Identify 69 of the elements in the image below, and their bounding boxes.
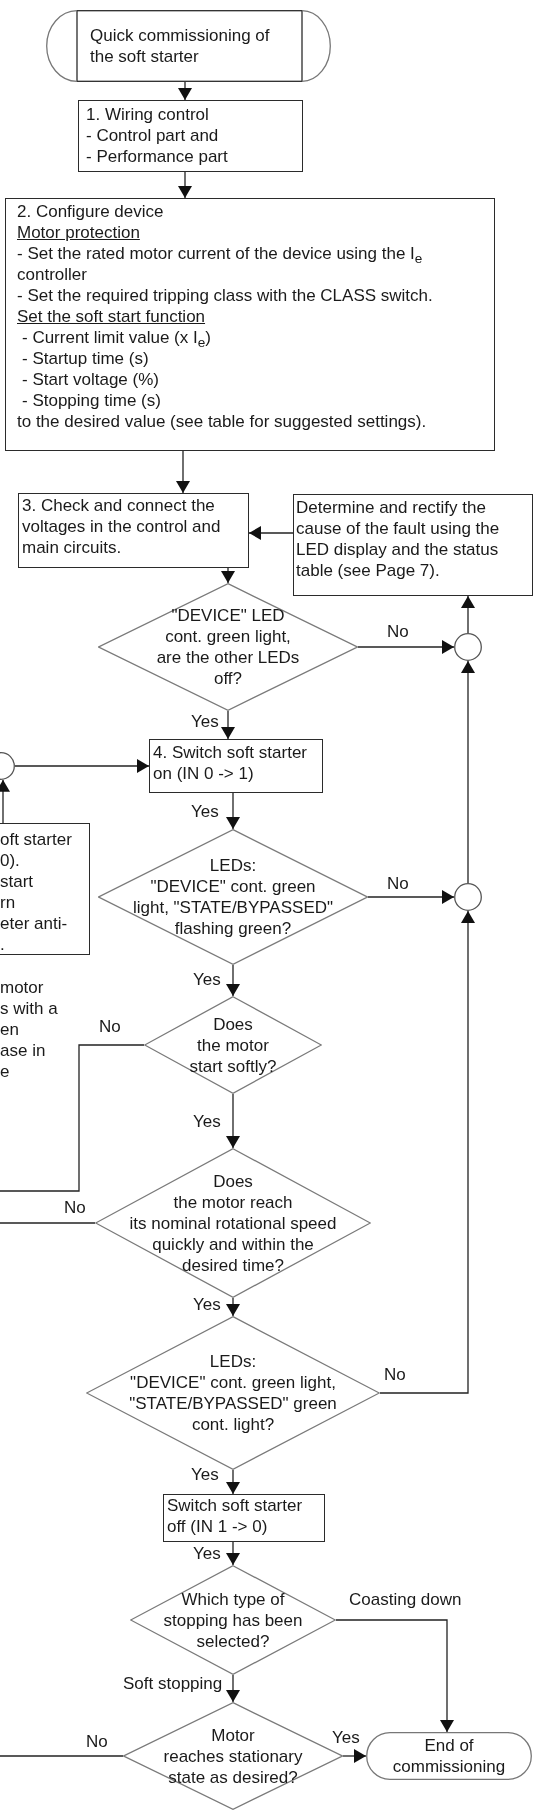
step-text: - Control part and <box>86 125 220 146</box>
step-text: 3. Check and connect the voltages in the control and main circuits. <box>22 495 222 558</box>
question-text: "DEVICE" LED cont. green light, are the other LEDs off? <box>156 605 300 689</box>
decision-diamond <box>98 829 368 965</box>
step-text: oft starter 0). start rn eter anti- . <box>0 829 73 955</box>
step-text: 1. Wiring control <box>86 104 210 125</box>
arrow <box>226 1297 240 1317</box>
arrow <box>379 910 475 1394</box>
list-item: - Stopping time (s) <box>22 390 162 411</box>
arrow <box>342 1749 367 1763</box>
decision-diamond <box>95 1148 371 1298</box>
connector-circle <box>454 883 482 911</box>
arrow <box>221 710 235 740</box>
question-text: Does the motor reach its nominal rotational speed quickly and within the desired time? <box>129 1170 337 1276</box>
step-text: 2. Configure device <box>17 201 165 222</box>
process-box <box>149 739 323 793</box>
process-box <box>78 100 303 172</box>
section-heading: Set the soft start function <box>17 306 206 327</box>
decision-diamond <box>144 996 322 1094</box>
arrow <box>226 1469 240 1495</box>
arrow <box>14 759 150 773</box>
terminal-text: End of commissioning <box>392 1735 506 1777</box>
step-text: Determine and rectify the cause of the fault using the LED display and the status table (see Page 7). <box>296 497 501 581</box>
question-text: LEDs: "DEVICE" cont. green light, "STATE/BYPASSED" green cont. light? <box>129 1351 337 1435</box>
question-text: Does the motor start softly? <box>189 1013 277 1077</box>
process-box <box>293 494 533 596</box>
step-text: - Performance part <box>86 146 229 167</box>
connector-circle <box>454 633 482 661</box>
step-text: Switch soft starter off (IN 1 -> 0) <box>167 1495 304 1537</box>
terminal-text: Quick commissioning of the soft starter <box>90 25 270 67</box>
decision-diamond <box>98 583 358 711</box>
arrow <box>367 890 455 904</box>
terminal <box>46 10 331 82</box>
arrow <box>248 526 294 540</box>
arrow <box>335 1619 454 1733</box>
process-box <box>0 823 90 955</box>
arrow <box>461 595 475 634</box>
list-item: - Startup time (s) <box>22 348 150 369</box>
arrow <box>226 1093 240 1149</box>
decision-diamond <box>130 1565 336 1675</box>
connector-line <box>0 1755 124 1757</box>
connector-line <box>0 1044 145 1192</box>
connector-line <box>0 1222 96 1224</box>
arrow <box>221 567 235 584</box>
question-text: Which type of stopping has been selected? <box>163 1588 303 1652</box>
decision-diamond <box>86 1316 380 1470</box>
terminal <box>366 1732 532 1780</box>
step-text: - Set the rated motor current of the device using the I$_{e}$ controller <box>17 243 424 285</box>
arrow <box>176 450 190 494</box>
process-box <box>163 1494 325 1542</box>
step-text: - Set the required tripping class with the CLASS switch. <box>17 285 434 306</box>
step-text: 4. Switch soft starter on (IN 0 -> 1) <box>153 742 308 784</box>
arrow <box>178 81 192 101</box>
arrow <box>226 1674 240 1703</box>
question-text: Motor reaches stationary state as desired? <box>163 1724 303 1788</box>
arrow <box>226 792 240 830</box>
step-text: to the desired value (see table for suggested settings). <box>17 411 428 432</box>
arrow <box>0 779 10 824</box>
arrow <box>357 640 455 654</box>
list-item: - Current limit value (x I$_{e}$) <box>22 327 212 348</box>
arrow <box>226 1541 240 1566</box>
process-box <box>5 198 495 451</box>
process-box <box>18 493 249 568</box>
arrow <box>461 660 475 884</box>
section-heading: Motor protection <box>17 222 140 243</box>
arrow <box>178 171 192 199</box>
arrow <box>226 964 240 997</box>
question-text: LEDs: "DEVICE" cont. green light, "STATE/BYPASSED" flashing green? <box>132 855 334 939</box>
list-item: - Start voltage (%) <box>22 369 160 390</box>
